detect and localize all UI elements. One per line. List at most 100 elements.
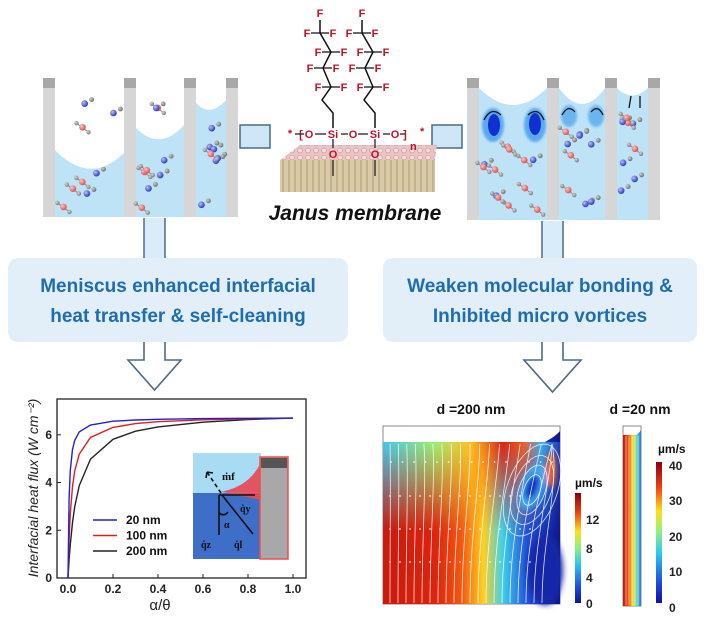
membrane-sides xyxy=(280,160,435,192)
molecule xyxy=(587,195,601,205)
molecule xyxy=(74,175,91,190)
molecule xyxy=(81,97,95,107)
molecule xyxy=(55,200,72,215)
fluorine-atom: F xyxy=(315,82,322,94)
left-pore-diagram xyxy=(43,78,238,217)
colorbar-tick: 20 xyxy=(669,530,683,544)
water-pore-1 xyxy=(55,150,124,217)
x-tick-label: 1.0 xyxy=(285,582,302,596)
colorbar-tick: 8 xyxy=(586,542,593,556)
streamline xyxy=(453,443,462,604)
streamline xyxy=(469,443,481,604)
streamline xyxy=(493,443,511,604)
molecule xyxy=(576,129,590,139)
fluorine-atom: F xyxy=(341,47,348,59)
molecule xyxy=(516,181,534,196)
molecule xyxy=(500,199,517,213)
molecule xyxy=(529,153,543,164)
y-tick-label: 6 xyxy=(45,428,52,442)
fluorine-atom: F xyxy=(346,28,353,40)
molecule xyxy=(202,147,220,162)
molecule xyxy=(626,142,644,156)
fluorine-atom: F xyxy=(315,47,322,59)
molecule xyxy=(631,172,645,183)
molecule xyxy=(83,187,97,197)
fluorine-atom: F xyxy=(383,82,390,94)
streamline xyxy=(445,443,452,604)
right-pore-diagram xyxy=(467,78,660,220)
x-tick-label: 0.4 xyxy=(150,582,167,596)
streamline xyxy=(509,443,531,604)
fluorine-atom: F xyxy=(330,28,337,40)
x-tick-label: 0.6 xyxy=(195,582,212,596)
y-tick-label: 0 xyxy=(45,571,52,585)
fluorine-atom: F xyxy=(383,47,390,59)
molecule xyxy=(564,137,578,148)
molecule xyxy=(617,184,631,194)
pore-wall xyxy=(43,78,55,217)
heatmap-title-20nm: d =20 nm xyxy=(609,401,670,417)
molecule xyxy=(562,148,580,163)
x-tick-label: 0.2 xyxy=(105,582,122,596)
molecule xyxy=(501,143,518,157)
molecule xyxy=(156,168,170,179)
molecule xyxy=(486,163,504,177)
streamline xyxy=(413,443,417,604)
inset-label-qy: q̇y xyxy=(240,504,251,515)
streamline xyxy=(525,443,553,604)
carbon-chain xyxy=(319,20,334,128)
membrane-surface xyxy=(280,145,437,160)
svg-text:]: ] xyxy=(403,129,407,141)
pore-wall xyxy=(124,78,136,217)
fluorine-atom: F xyxy=(349,63,356,75)
molecule xyxy=(475,160,492,175)
molecule xyxy=(516,153,533,168)
inset-label-ql: q̇l xyxy=(234,540,243,551)
heatmap-title-200nm: d =200 nm xyxy=(437,401,506,417)
molecule xyxy=(133,201,151,215)
molecule xyxy=(208,121,222,132)
svg-text:[: [ xyxy=(299,129,303,141)
y-tick-label: 4 xyxy=(45,476,52,490)
streamline-loop xyxy=(522,474,542,506)
y-axis-label: Interfacial heat flux (W cm⁻²) xyxy=(25,399,41,578)
down-arrow-right xyxy=(522,342,583,394)
molecule xyxy=(152,101,166,112)
pore-wall xyxy=(605,78,617,220)
end-star-left: * xyxy=(288,128,293,140)
colorbar-20nm xyxy=(656,462,662,603)
vortex-blobs xyxy=(482,95,641,142)
x-tick-label: 0.0 xyxy=(60,582,77,596)
meniscus-inset: ṁf q̇y α q̇z q̇l xyxy=(193,453,289,560)
molecule xyxy=(557,125,574,139)
molecule xyxy=(145,181,158,192)
colorbar-tick: 10 xyxy=(669,565,683,579)
oxygen-atom: O xyxy=(329,149,338,161)
streamline xyxy=(533,443,553,604)
colorbar-tick: 0 xyxy=(586,597,593,611)
streamline xyxy=(541,443,555,604)
oxygen-atom: O xyxy=(391,129,400,141)
pore-wall xyxy=(184,78,196,217)
velocity-field-200nm: d =200 nm µm/s 12 8 4 0 xyxy=(382,401,603,611)
colorbar-200nm xyxy=(575,493,581,603)
fluorine-atom: F xyxy=(359,8,366,20)
pore-wall xyxy=(547,78,559,220)
inset-label-qz: q̇z xyxy=(201,540,212,551)
streamline xyxy=(397,443,400,604)
fluorine-atom: F xyxy=(307,63,314,75)
connector-down-right xyxy=(541,221,564,259)
fluorine-atom: F xyxy=(357,82,364,94)
series-line-20nm xyxy=(67,417,294,579)
fluorine-atom: F xyxy=(372,28,379,40)
molecule xyxy=(198,198,211,209)
colorbar-label-20nm: µm/s xyxy=(658,442,686,456)
connector-left xyxy=(239,124,271,149)
molecule xyxy=(210,142,224,153)
repeat-n: n xyxy=(410,141,417,153)
end-star-right: * xyxy=(420,126,425,138)
oxygen-atom: O xyxy=(305,129,314,141)
molecule xyxy=(529,203,546,217)
